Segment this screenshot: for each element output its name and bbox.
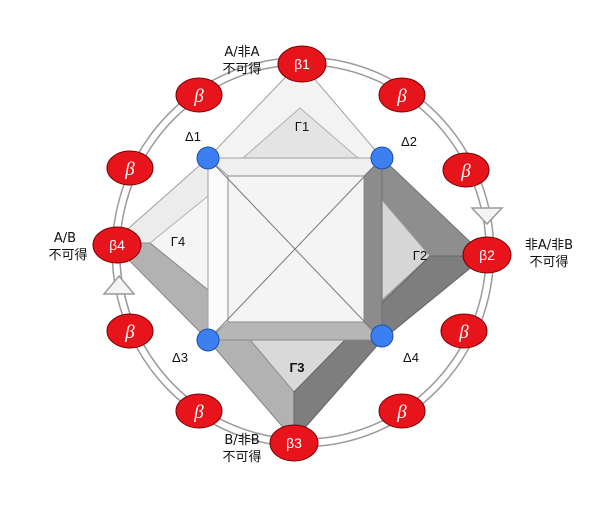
svg-text:A/非A: A/非A [224, 45, 259, 60]
delta-node-4 [370, 324, 394, 348]
svg-text:β: β [396, 86, 407, 107]
svg-text:β: β [396, 402, 407, 423]
svg-text:β: β [124, 322, 135, 343]
flow-arrow-right [470, 207, 504, 226]
svg-text:β4: β4 [109, 237, 125, 253]
gamma-label-2: Γ2 [413, 248, 427, 263]
beta-node-generic: β [106, 313, 154, 349]
central-octahedron [110, 61, 487, 442]
gamma-label-3: Γ3 [289, 360, 304, 375]
beta-node-generic: β [440, 313, 488, 349]
delta-label-1: Δ1 [185, 129, 201, 144]
beta-node-4: β4 [92, 226, 142, 264]
svg-text:不可得: 不可得 [222, 61, 261, 77]
beta-node-generic: β [378, 77, 426, 113]
svg-text:B/非B: B/非B [224, 433, 259, 448]
svg-text:β: β [458, 322, 469, 343]
svg-text:β: β [460, 161, 471, 182]
beta-node-generic: β [175, 393, 223, 429]
delta-label-2: Δ2 [401, 134, 417, 149]
caption-top: A/非A 不可得 [222, 45, 261, 77]
delta-node-1 [196, 146, 220, 170]
square-bevel-top [206, 157, 384, 177]
beta-node-generic: β [378, 393, 426, 429]
square-bevel-left [207, 156, 229, 342]
svg-text:β: β [193, 86, 204, 107]
generic-beta-nodes: β β β β β β β β [106, 77, 490, 429]
svg-text:β1: β1 [294, 56, 310, 72]
beta-node-1: β1 [277, 45, 327, 83]
delta-label-4: Δ4 [403, 350, 419, 365]
square-diagonal-2 [207, 157, 383, 341]
gamma-label-4: Γ4 [171, 234, 185, 249]
square-bevel-right [363, 156, 383, 342]
svg-text:A/B: A/B [54, 231, 76, 246]
delta-node-2 [370, 146, 394, 170]
beta-node-generic: β [106, 150, 154, 186]
svg-text:不可得: 不可得 [222, 449, 261, 465]
beta-node-generic: β [442, 152, 490, 188]
square-bevel-bottom [206, 321, 384, 341]
svg-text:不可得: 不可得 [529, 254, 568, 270]
svg-text:β: β [193, 402, 204, 423]
caption-bottom: B/非B 不可得 [222, 433, 261, 465]
svg-text:β2: β2 [479, 247, 495, 263]
svg-text:非A/非B: 非A/非B [525, 238, 573, 253]
delta-node-3 [196, 328, 220, 352]
svg-text:β: β [124, 159, 135, 180]
beta-node-3: β3 [269, 424, 319, 462]
gamma-label-1: Γ1 [295, 119, 309, 134]
caption-left: A/B 不可得 [48, 231, 87, 263]
caption-right: 非A/非B 不可得 [525, 238, 573, 270]
svg-text:不可得: 不可得 [48, 247, 87, 263]
beta-node-generic: β [175, 77, 223, 113]
flow-arrow-left [102, 274, 136, 295]
beta-node-2: β2 [462, 236, 512, 274]
delta-label-3: Δ3 [172, 350, 188, 365]
svg-text:β3: β3 [286, 435, 302, 451]
